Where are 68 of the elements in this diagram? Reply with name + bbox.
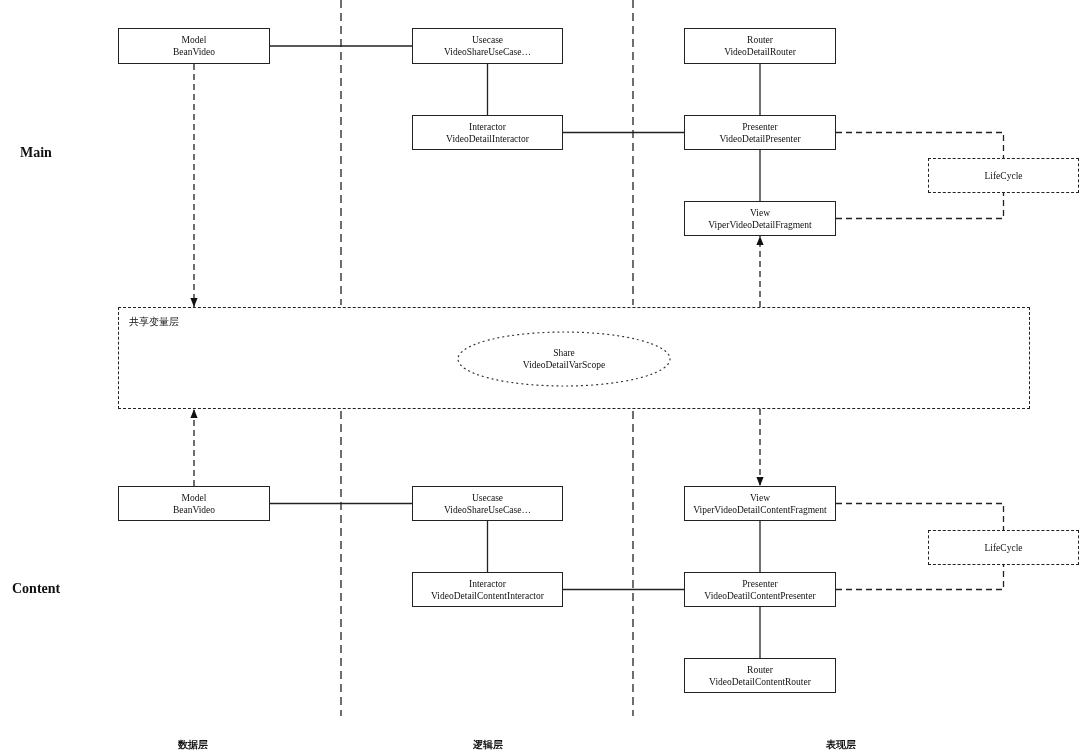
arrow (190, 63, 198, 308)
role-label: Usecase (471, 34, 504, 46)
class-name: VideoDetailContentInteractor (431, 589, 544, 602)
class-box (412, 28, 563, 64)
role-label: Interactor (469, 577, 506, 590)
class-name: VideoDetailRouter (724, 46, 796, 58)
class-name: BeanVideo (172, 503, 216, 516)
class-box (684, 28, 836, 64)
layer-label: 逻辑层 (473, 738, 503, 752)
class-box (412, 572, 563, 607)
connector-line (486, 520, 489, 573)
class-name: VideoDetailPresenter (719, 132, 801, 145)
role-label: View (750, 491, 770, 504)
row-label: Main (20, 145, 52, 161)
connector-line (835, 564, 1005, 591)
class-box (412, 486, 563, 521)
role-label: View (750, 206, 770, 219)
class-name: LifeCycle (984, 541, 1023, 554)
role-label: Router (747, 663, 773, 676)
connector-line (835, 502, 1005, 531)
class-name: ViperVideoDetailFragment (708, 218, 812, 231)
class-name: LifeCycle (984, 169, 1023, 182)
arrow (756, 408, 764, 487)
role-label: Usecase (471, 491, 504, 504)
class-box (684, 658, 836, 693)
connector-line (759, 520, 761, 573)
role-label: Model (181, 34, 207, 46)
arrow (756, 235, 764, 308)
arrow (190, 408, 198, 487)
role-label: Presenter (742, 577, 778, 590)
layer-label: 数据层 (178, 738, 208, 752)
class-name: BeanVideo (172, 46, 216, 58)
lifecycle-box (928, 530, 1079, 565)
class-box (684, 115, 836, 150)
role-label: Presenter (742, 120, 778, 133)
role-label: Interactor (469, 120, 506, 133)
class-name: VideoDetailVarScope (522, 359, 606, 371)
connector-line (759, 606, 761, 659)
class-name: VideoDeatilContentPresenter (704, 589, 816, 602)
class-name: ViperVideoDetailContentFragment (693, 503, 827, 516)
role-label: Share (553, 347, 575, 359)
class-box (412, 115, 563, 150)
scope-ellipse (457, 331, 671, 387)
layer-title: 共享变量层 (129, 316, 179, 328)
class-box (684, 572, 836, 607)
connector-line (562, 588, 685, 591)
connector-line (759, 63, 761, 116)
row-label: Content (12, 581, 61, 597)
role-label: Model (181, 491, 207, 504)
shared-layer-band (118, 307, 1030, 409)
class-name: VideoDetailInteractor (446, 132, 529, 145)
connector-line (759, 149, 761, 202)
connector-line (562, 131, 685, 134)
connector-line (835, 131, 1005, 159)
class-box (684, 201, 836, 236)
connector-line (835, 192, 1005, 220)
class-box (118, 486, 270, 521)
connector-line (269, 502, 413, 505)
class-box (684, 486, 836, 521)
connector-line (486, 63, 489, 116)
connector-line (269, 45, 413, 47)
layer-label: 表现层 (826, 738, 856, 752)
class-name: VideoShareUseCase… (444, 503, 531, 516)
role-label: Router (747, 34, 773, 46)
class-name: VideoShareUseCase… (444, 46, 531, 58)
class-box (118, 28, 270, 64)
class-name: VideoDetailContentRouter (709, 675, 811, 688)
lifecycle-box (928, 158, 1079, 193)
